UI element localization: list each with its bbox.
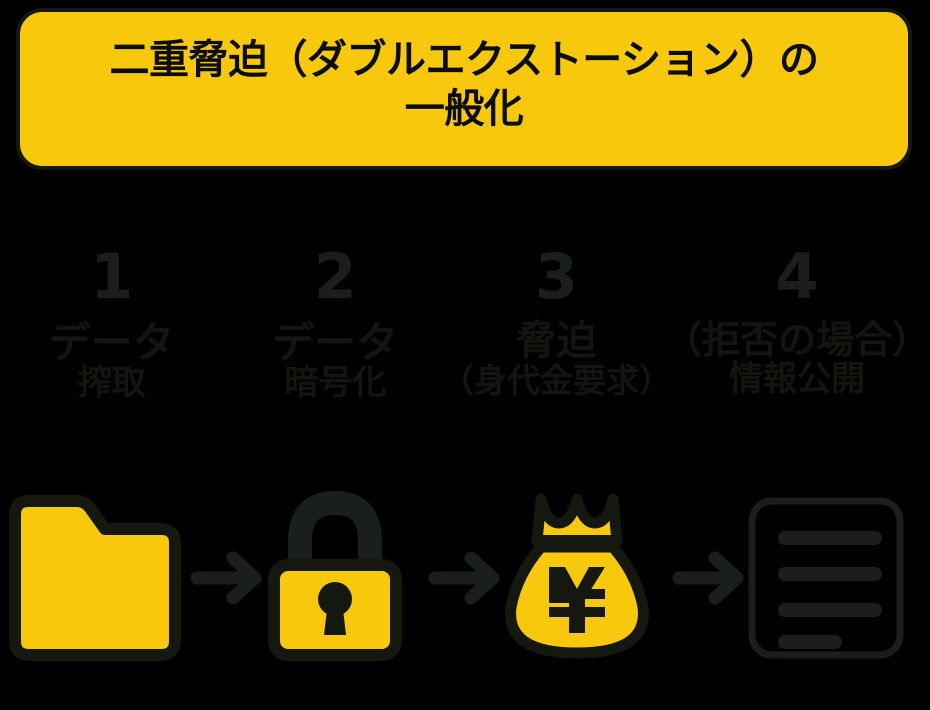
step-icon-4	[730, 478, 920, 678]
step-column-2: 2 データ 暗号化	[224, 246, 448, 466]
arrow-right-icon	[428, 550, 505, 606]
step-number-1: 1	[90, 240, 134, 313]
arrow-right-icon	[672, 550, 749, 606]
arrow-right-icon	[190, 550, 267, 606]
icons-row	[0, 478, 930, 678]
step-label-1-main: データ	[48, 318, 175, 367]
page-title-line-2: 一般化	[404, 86, 524, 132]
step-label-4-sub: 情報公開	[729, 359, 865, 400]
title-banner: 二重脅迫（ダブルエクストーション）の 一般化	[16, 8, 912, 170]
money-bag-icon	[497, 485, 657, 671]
step-column-1: 1 データ 搾取	[0, 246, 224, 466]
step-label-2-main: データ	[272, 318, 399, 367]
step-icon-1	[0, 478, 190, 678]
step-label-4-main: （拒否の場合）	[664, 318, 930, 362]
step-label-2-sub: 暗号化	[284, 363, 387, 404]
step-icon-3	[482, 478, 672, 678]
step-number-3: 3	[534, 240, 579, 313]
folder-icon	[5, 485, 185, 671]
step-label-3-main: 脅迫	[516, 318, 597, 364]
document-icon	[736, 485, 914, 671]
step-column-4: 4 （拒否の場合） 情報公開	[664, 246, 930, 466]
step-label-4: （拒否の場合） 情報公開	[664, 318, 930, 400]
connector-1	[186, 528, 276, 628]
step-label-2: データ 暗号化	[272, 320, 398, 402]
connector-3	[668, 528, 758, 628]
step-column-3: 3 脅迫 （身代金要求）	[441, 246, 672, 466]
step-label-1-sub: 搾取	[77, 363, 146, 404]
steps-row: 1 データ 搾取 2 データ 暗号化 3 脅迫 （身代金要求） 4 （拒否の場合…	[0, 246, 930, 466]
step-number-4: 4	[775, 240, 819, 313]
step-label-3-sub: （身代金要求）	[441, 361, 672, 401]
lock-icon	[260, 485, 410, 671]
connector-2	[424, 528, 514, 628]
page-title-line-1: 二重脅迫（ダブルエクストーション）の	[109, 37, 820, 84]
step-number-2: 2	[313, 240, 357, 313]
step-label-3: 脅迫 （身代金要求）	[441, 318, 672, 401]
step-icon-2	[240, 478, 430, 678]
step-label-1: データ 搾取	[49, 320, 175, 402]
